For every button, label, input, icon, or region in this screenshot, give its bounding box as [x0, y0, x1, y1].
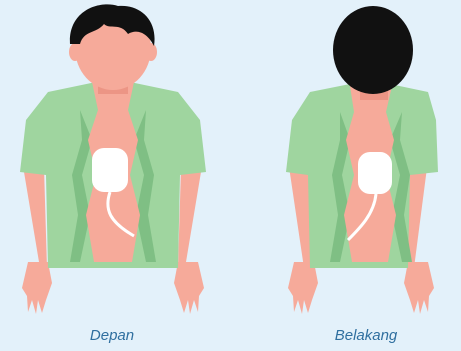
- right-hand: [174, 262, 204, 314]
- left-hand: [22, 262, 52, 314]
- ear-left: [69, 43, 81, 61]
- right-hand: [404, 262, 434, 314]
- caption-front: Depan: [37, 327, 187, 344]
- figure-back: [230, 0, 461, 325]
- head-back: [333, 6, 413, 94]
- left-arm: [22, 160, 47, 268]
- person-front-illustration: [0, 0, 230, 325]
- holter-device: [358, 152, 392, 194]
- ear-right: [145, 43, 157, 61]
- figure-front: [0, 0, 230, 325]
- left-hand: [288, 262, 318, 314]
- person-back-illustration: [230, 0, 461, 325]
- caption-back: Belakang: [291, 327, 441, 344]
- holter-device: [92, 148, 128, 192]
- right-arm: [178, 160, 203, 268]
